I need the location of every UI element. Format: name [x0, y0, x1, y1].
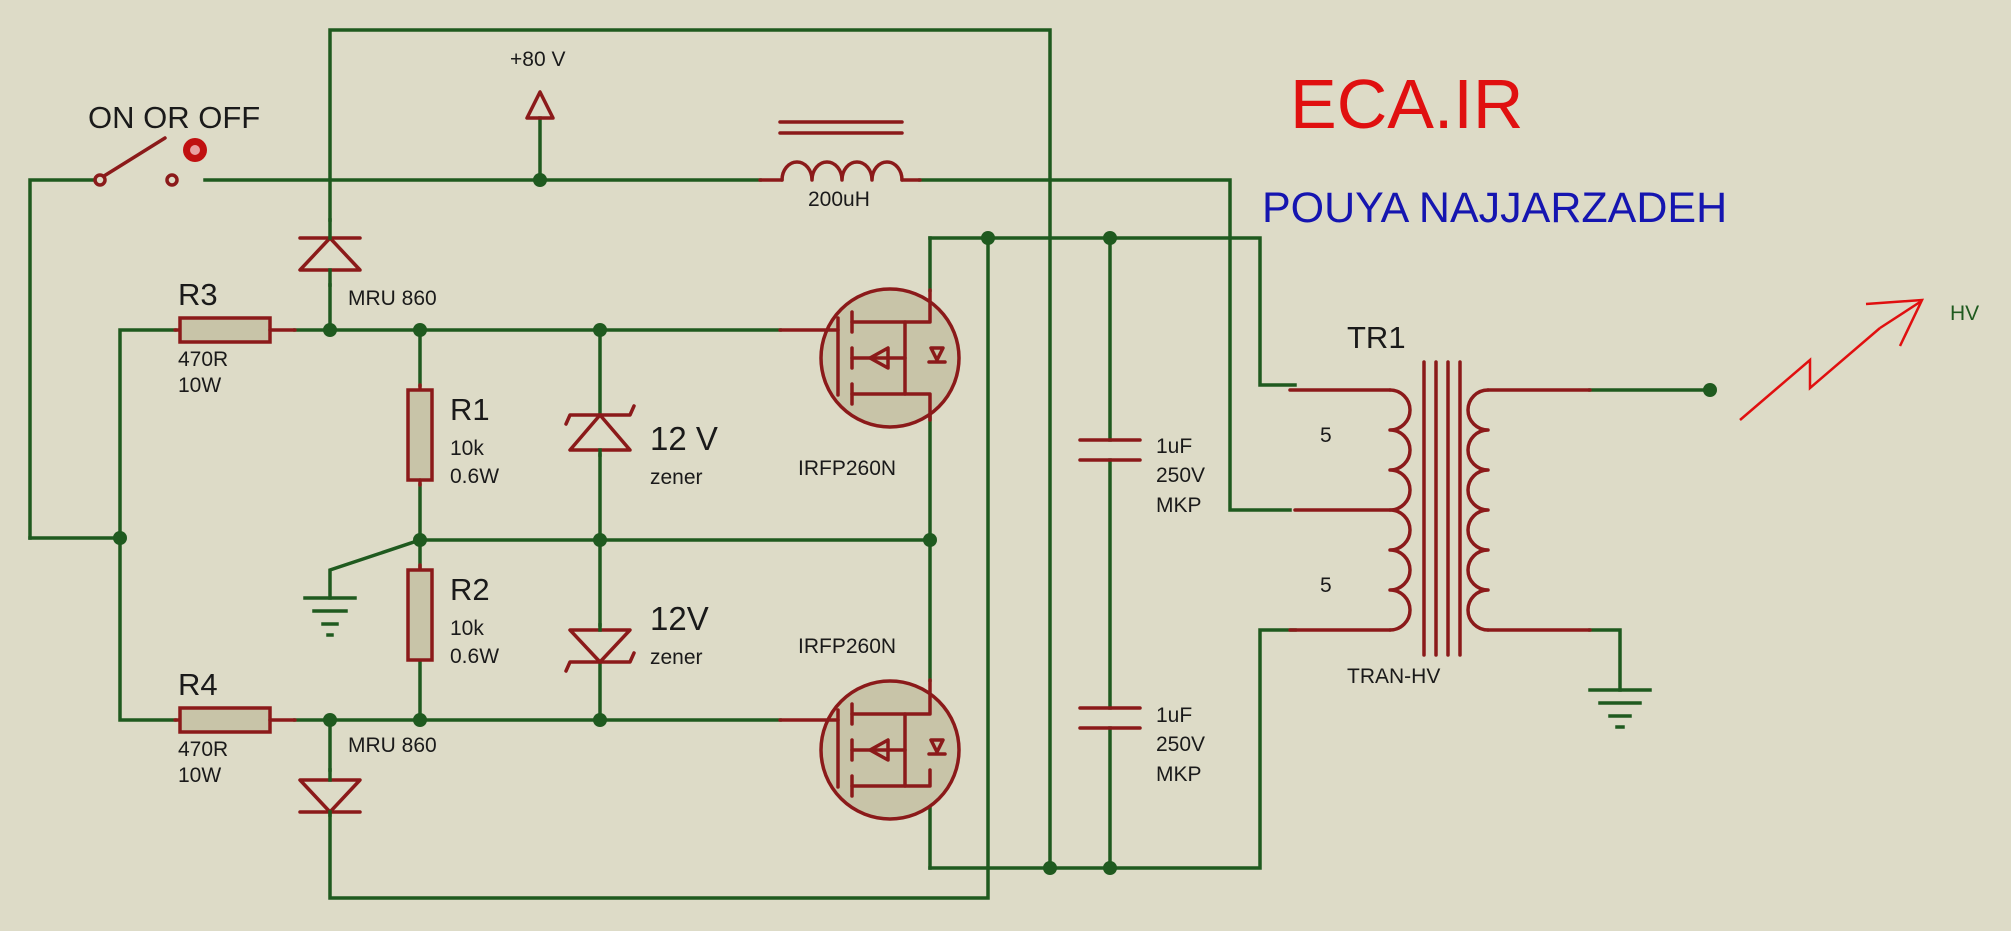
- r3-name: R3: [178, 277, 218, 312]
- r4-value: 470R: [178, 738, 228, 761]
- supply-label: +80 V: [510, 48, 565, 71]
- supply-arrow-icon: [525, 90, 555, 120]
- on-off-switch[interactable]: [93, 136, 207, 187]
- r2-value: 10k: [450, 617, 484, 640]
- zener-top-value: 12 V: [650, 420, 718, 457]
- r3-value: 470R: [178, 348, 228, 371]
- diode-mru860-top: [298, 218, 362, 287]
- r1-value: 10k: [450, 437, 484, 460]
- switch-label: ON OR OFF: [88, 100, 260, 135]
- author-name: POUYA NAJJARZADEH: [1262, 184, 1727, 232]
- transformer-turns-bottom: 5: [1320, 574, 1332, 597]
- capacitor-top: [1078, 438, 1142, 462]
- transformer-turns-top: 5: [1320, 424, 1332, 447]
- r1-name: R1: [450, 392, 490, 427]
- cap-bottom-value: 1uF: [1156, 704, 1192, 727]
- junction-dots: [113, 173, 1717, 875]
- diode-mru860-bottom: [298, 768, 362, 817]
- resistor-r3: [173, 316, 297, 344]
- mosfet-bottom: [778, 678, 961, 821]
- zener-top-type: zener: [650, 466, 703, 489]
- cap-bottom-voltage: 250V: [1156, 733, 1205, 756]
- cap-top-value: 1uF: [1156, 435, 1192, 458]
- inductor-label: 200uH: [808, 188, 870, 211]
- ground-secondary-icon: [1588, 688, 1652, 729]
- inductor-200uh: [758, 120, 922, 182]
- transformer-name: TR1: [1347, 320, 1406, 355]
- r4-power: 10W: [178, 764, 221, 787]
- transformer-tr1: [1288, 360, 1592, 657]
- hv-label: HV: [1950, 302, 1979, 325]
- zener-diode-bottom: [564, 623, 636, 673]
- r1-power: 0.6W: [450, 465, 499, 488]
- diode-top-label: MRU 860: [348, 287, 437, 310]
- high-voltage-bolt-icon: [1739, 298, 1925, 421]
- diode-bottom-label: MRU 860: [348, 734, 437, 757]
- mosfet-top-label: IRFP260N: [798, 457, 896, 480]
- zener-diode-top: [564, 404, 636, 457]
- zener-bottom-value: 12V: [650, 600, 709, 637]
- cap-top-voltage: 250V: [1156, 464, 1205, 487]
- mosfet-top: [778, 287, 961, 429]
- mosfet-bottom-label: IRFP260N: [798, 635, 896, 658]
- r2-power: 0.6W: [450, 645, 499, 668]
- cap-top-type: MKP: [1156, 494, 1202, 517]
- zener-bottom-type: zener: [650, 646, 703, 669]
- capacitor-bottom: [1078, 706, 1142, 730]
- transformer-type: TRAN-HV: [1347, 665, 1440, 688]
- r3-power: 10W: [178, 374, 221, 397]
- r2-name: R2: [450, 572, 490, 607]
- title-eca: ECA.IR: [1290, 65, 1523, 143]
- resistor-r4: [173, 706, 297, 734]
- resistor-r1: [406, 383, 434, 487]
- ground-icon: [303, 596, 357, 637]
- resistor-r2: [406, 563, 434, 662]
- r4-name: R4: [178, 667, 218, 702]
- cap-bottom-type: MKP: [1156, 763, 1202, 786]
